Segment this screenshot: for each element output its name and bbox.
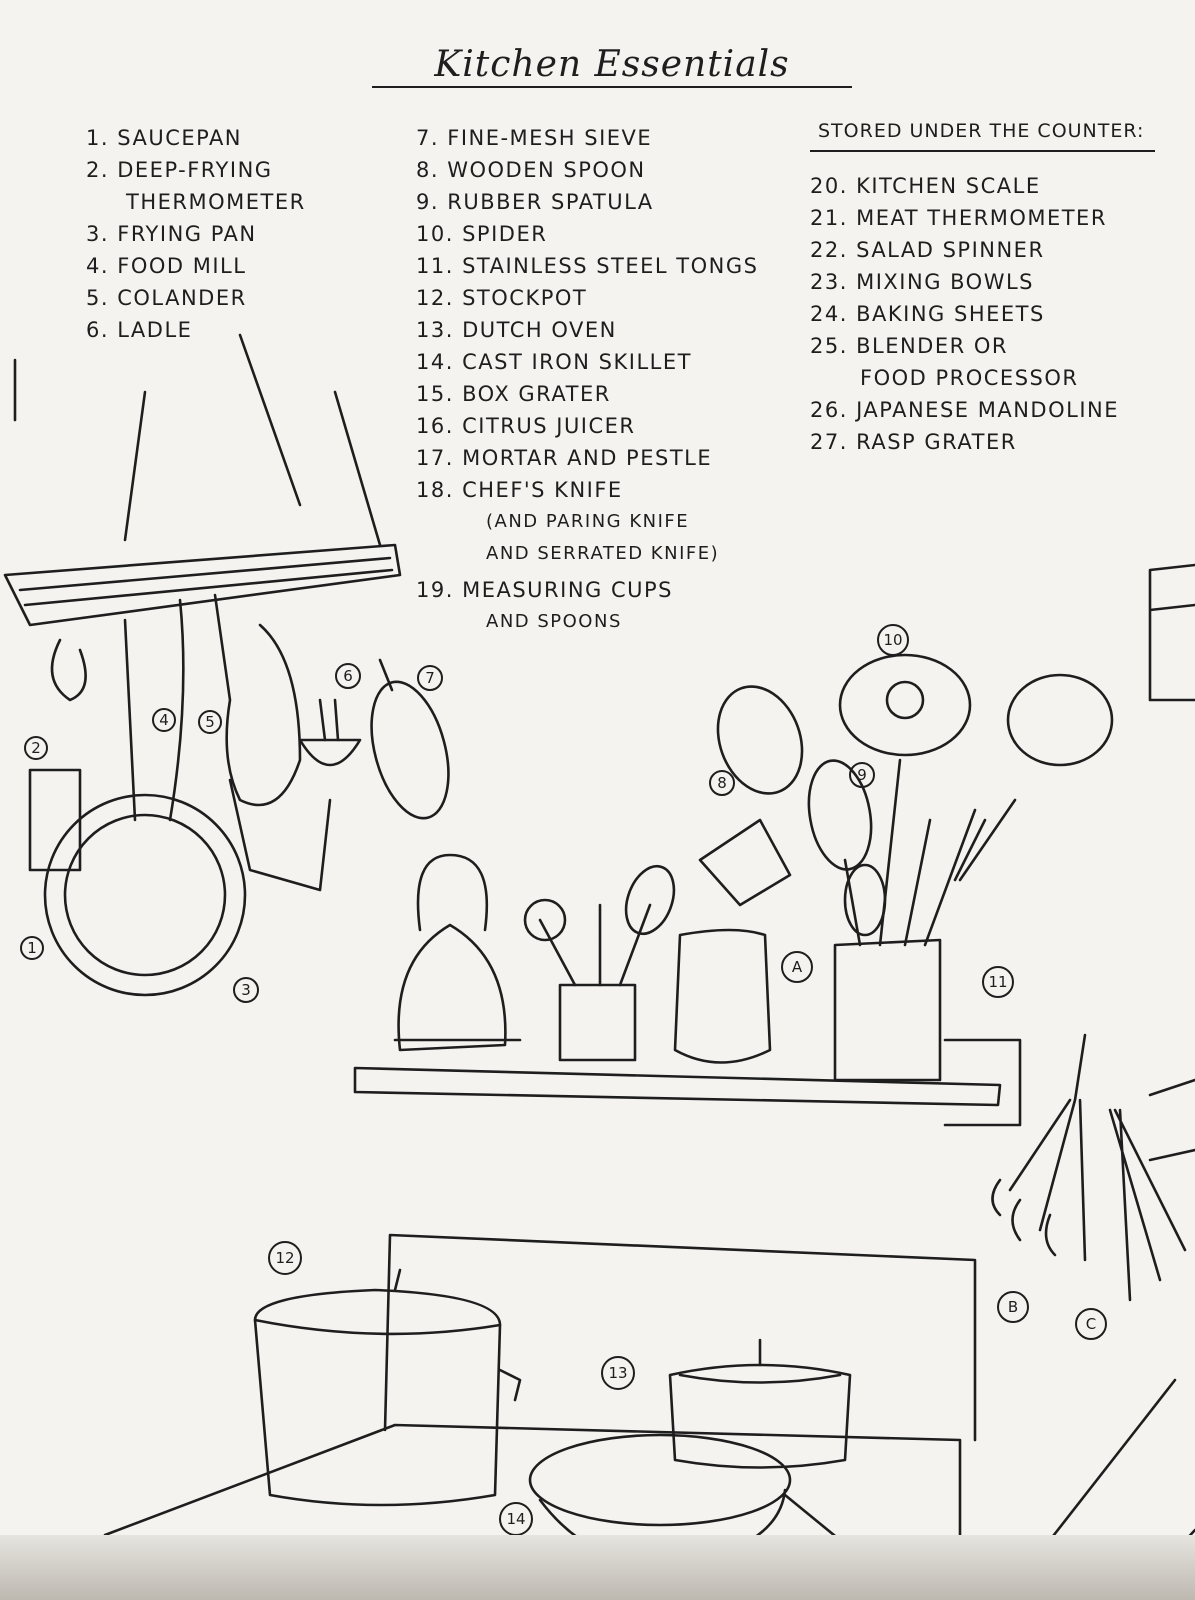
svg-text:C: C	[1086, 1315, 1096, 1333]
marker-2: 2	[24, 736, 48, 760]
page-title: Kitchen Essentials	[434, 44, 790, 85]
marker-6: 6	[335, 663, 361, 689]
svg-text:11: 11	[988, 973, 1007, 991]
svg-text:A: A	[792, 958, 803, 976]
marker-a: A	[781, 951, 813, 983]
list-item: 26. JAPANESE MANDOLINE	[810, 398, 1119, 422]
marker-8: 8	[709, 770, 735, 796]
list-item: 25. BLENDER orFOOD PROCESSOR	[810, 334, 1079, 390]
list-item: 18. CHEF'S KNIFE(and PARING KNIFEand SER…	[416, 478, 720, 564]
list-item: 20. KITCHEN SCALE	[810, 174, 1041, 198]
list-item: 17. MORTAR and PESTLE	[416, 446, 713, 470]
svg-text:13: 13	[608, 1364, 627, 1382]
list-item: 14. CAST IRON SKILLET	[416, 350, 692, 374]
list-item: 24. BAKING SHEETS	[810, 302, 1045, 326]
svg-text:3: 3	[241, 981, 251, 999]
list-item: 22. SALAD SPINNER	[810, 238, 1045, 262]
essentials-list-column-3: 20. KITCHEN SCALE 21. MEAT THERMOMETER 2…	[810, 170, 1119, 458]
list-item: 7. FINE-MESH SIEVE	[416, 126, 653, 150]
marker-14: 14	[499, 1502, 533, 1536]
marker-5: 5	[198, 710, 222, 734]
markers: 1 2 3 4 5 6 7 8 9 10 11 12 13 14 A B C	[20, 624, 1107, 1536]
list-item: 21. MEAT THERMOMETER	[810, 206, 1107, 230]
essentials-list-column-2: 7. FINE-MESH SIEVE 8. WOODEN SPOON 9. RU…	[416, 122, 776, 638]
list-item: 19. MEASURING CUPSand SPOONS	[416, 578, 674, 632]
marker-12: 12	[268, 1241, 302, 1275]
herbs-drawing	[991, 1033, 1195, 1302]
marker-9: 9	[849, 762, 875, 788]
svg-text:B: B	[1008, 1298, 1018, 1316]
marker-13: 13	[601, 1356, 635, 1390]
title-underline	[372, 86, 852, 88]
list-item: 8. WOODEN SPOON	[416, 158, 646, 182]
list-item: 1. SAUCEPAN	[86, 126, 243, 150]
marker-b: B	[997, 1291, 1029, 1323]
svg-text:10: 10	[883, 631, 902, 649]
stored-under-counter-heading: STORED UNDER THE COUNTER:	[818, 120, 1145, 142]
svg-text:9: 9	[857, 766, 867, 784]
page-bottom-edge	[0, 1535, 1195, 1600]
list-item: 11. STAINLESS STEEL TONGS	[416, 254, 759, 278]
pot-rack-drawing	[3, 333, 450, 997]
marker-10: 10	[877, 624, 909, 656]
stored-heading-underline	[810, 150, 1155, 152]
svg-text:6: 6	[343, 667, 353, 685]
list-item: 15. BOX GRATER	[416, 382, 611, 406]
list-item: 23. MIXING BOWLS	[810, 270, 1035, 294]
svg-text:12: 12	[275, 1249, 294, 1267]
marker-11: 11	[982, 966, 1014, 998]
svg-text:2: 2	[31, 739, 41, 757]
marker-3: 3	[233, 977, 259, 1003]
svg-text:7: 7	[425, 669, 435, 687]
marker-4: 4	[152, 708, 176, 732]
list-item: 6. LADLE	[86, 318, 193, 342]
list-item: 4. FOOD MILL	[86, 254, 247, 278]
list-item: 12. STOCKPOT	[416, 286, 588, 310]
marker-7: 7	[417, 665, 443, 691]
svg-text:4: 4	[159, 711, 169, 729]
list-item: 27. RASP GRATER	[810, 430, 1017, 454]
svg-text:14: 14	[506, 1510, 525, 1528]
list-item: 9. RUBBER SPATULA	[416, 190, 654, 214]
list-item: 3. FRYING PAN	[86, 222, 257, 246]
marker-c: C	[1075, 1308, 1107, 1340]
list-item: 16. CITRUS JUICER	[416, 414, 636, 438]
svg-text:8: 8	[717, 774, 727, 792]
list-item: 10. SPIDER	[416, 222, 548, 246]
list-item: 5. COLANDER	[86, 286, 247, 310]
shelf-drawing	[353, 563, 1195, 1127]
marker-1: 1	[20, 936, 44, 960]
svg-text:5: 5	[205, 713, 215, 731]
svg-text:1: 1	[27, 939, 37, 957]
list-item: 13. DUTCH OVEN	[416, 318, 617, 342]
